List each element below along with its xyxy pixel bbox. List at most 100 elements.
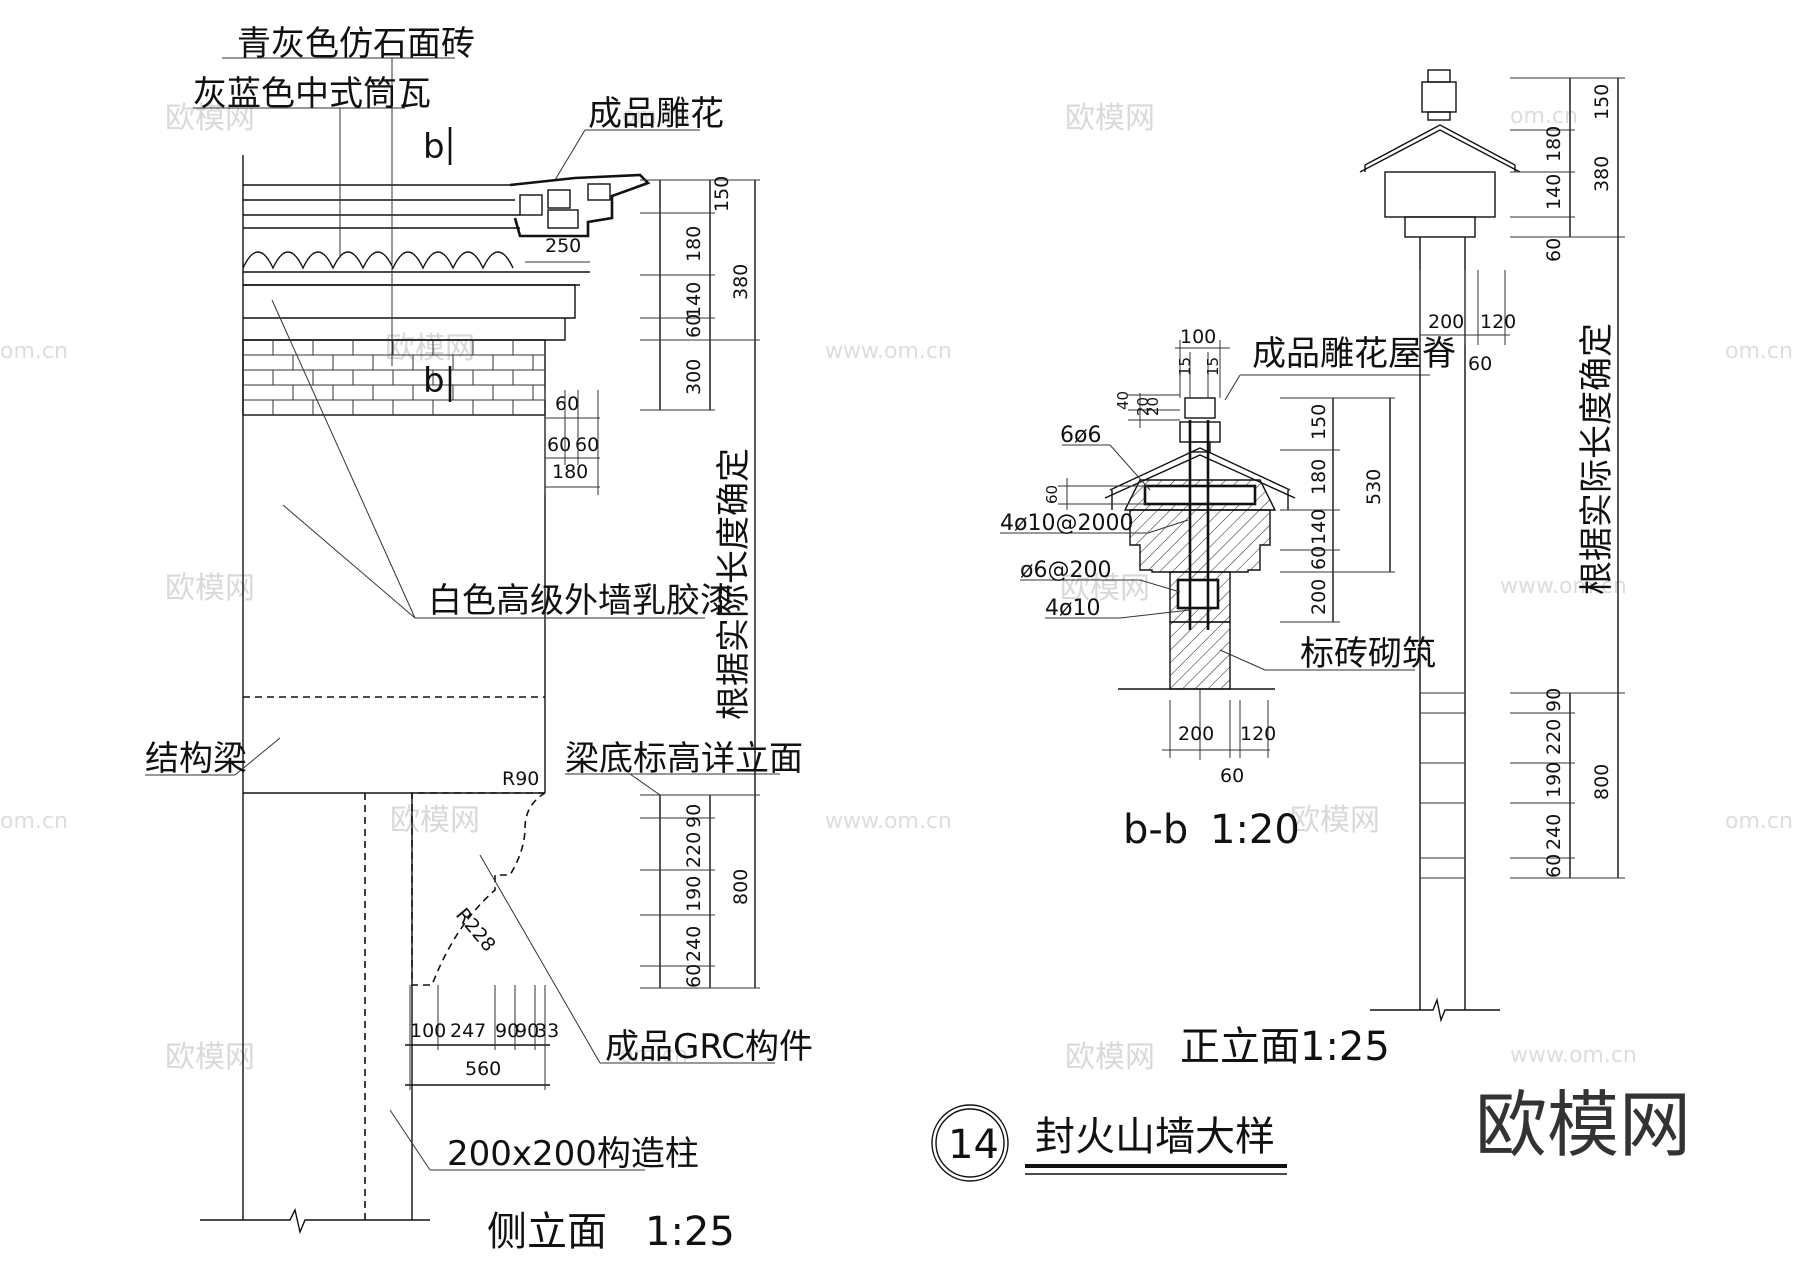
label-ridge: 成品雕花屋脊 [1252, 334, 1456, 374]
dim-text: R228 [451, 904, 500, 956]
side-view-scale: 1:25 [645, 1209, 735, 1255]
dim-text: 60 [555, 393, 579, 415]
label-length-note: 根据实际长度确定 [1577, 323, 1617, 595]
dim-text: 60 [683, 964, 705, 988]
dim-text: 120 [1480, 311, 1516, 333]
detail-title: 封火山墙大样 [1035, 1114, 1275, 1160]
dim-text: 190 [1543, 762, 1565, 798]
watermark-site: om.cn [0, 809, 68, 834]
dim-text: 20 [1144, 397, 1162, 416]
dim-text: 20 [1134, 397, 1152, 416]
label-brick: 标砖砌筑 [1300, 634, 1436, 674]
dim-text: 60 [1043, 485, 1061, 504]
detail-number: 14 [948, 1122, 999, 1168]
label-latex-paint: 白色高级外墙乳胶漆 [428, 581, 734, 621]
dim-text: 40 [1114, 391, 1132, 410]
dim-text: 60 [1543, 854, 1565, 878]
dim-text: 60 [547, 434, 571, 456]
watermark-brand: 欧模网 [1060, 571, 1150, 606]
label-rebar: 4ø10 [1045, 596, 1100, 621]
dim-text: 90 [683, 804, 705, 828]
dim-text: 220 [1543, 719, 1565, 755]
carving-ornament [509, 173, 651, 238]
dim-text: 140 [1308, 509, 1330, 545]
watermark-brand: 欧模网 [390, 803, 480, 838]
section-view-title: b-b [1123, 807, 1188, 853]
section-mark: b [423, 361, 445, 401]
watermark-site: om.cn [620, 1043, 688, 1068]
side-elevation: b b 青灰色仿石面砖 灰蓝色中式筒瓦 成品雕花 白色高级外墙乳胶漆 结构梁 梁… [145, 24, 813, 1255]
watermark-layer: 欧模网 om.cn 欧模网 om.cn om.cn 欧模网 www.om.cn … [0, 101, 1793, 1167]
dim-text: 60 [1220, 765, 1244, 787]
dim-text: 15 [1176, 357, 1194, 376]
dim-text: 300 [683, 359, 705, 395]
watermark-site: om.cn [1510, 104, 1578, 129]
dim-text: 800 [730, 869, 752, 905]
label-length-note: 根据实际长度确定 [714, 448, 754, 720]
label-beam: 结构梁 [145, 739, 247, 779]
label-rebar: ø6@200 [1020, 558, 1111, 583]
watermark-site: www.om.cn [825, 809, 952, 834]
dim-text: 90 [1543, 688, 1565, 712]
label-rebar: 4ø10@2000 [1000, 511, 1133, 536]
watermark-brand: 欧模网 [1065, 101, 1155, 136]
dim-text: 60 [575, 434, 599, 456]
section-mark: b [423, 127, 445, 167]
watermark-brand: 欧模网 [1290, 803, 1380, 838]
dim-text: 247 [450, 1020, 486, 1042]
dim-text: R90 [502, 768, 539, 790]
dim-text: 240 [683, 926, 705, 962]
dim-text: 60 [683, 314, 705, 338]
dim-text: 180 [1543, 126, 1565, 162]
dim-text: 60 [1308, 546, 1330, 570]
watermark-site: www.om.cn [825, 339, 952, 364]
watermark-site: www.om.cn [1500, 574, 1627, 599]
dim-text: 200 [1178, 723, 1214, 745]
section-bb: 成品雕花屋脊 6ø6 4ø10@2000 ø6@200 4ø10 标砖砌筑 10… [1000, 326, 1456, 853]
front-view-title: 正立面1:25 [1180, 1024, 1390, 1070]
detail-title-block: 14 封火山墙大样 [931, 1104, 1287, 1182]
dim-text: 100 [1180, 326, 1216, 348]
watermark-brand: 欧模网 [165, 1040, 255, 1075]
dim-text: 100 [410, 1020, 446, 1042]
front-elevation: 200 120 60 150 180 380 140 60 根据实际长度确定 9… [1180, 69, 1625, 1070]
watermark-site: www.om.cn [1510, 1043, 1637, 1068]
dim-text: 220 [683, 832, 705, 868]
label-grc-part: 成品GRC构件 [605, 1027, 813, 1067]
dim-text: 530 [1363, 469, 1385, 505]
label-rebar: 6ø6 [1060, 423, 1101, 448]
side-view-title: 侧立面 [487, 1209, 607, 1255]
dim-text: 380 [730, 264, 752, 300]
watermark-brand: 欧模网 [385, 331, 475, 366]
dim-text: 150 [1308, 404, 1330, 440]
watermark-site: om.cn [1725, 809, 1793, 834]
dim-text: 800 [1591, 764, 1613, 800]
watermark-brand: 欧模网 [165, 571, 255, 606]
dim-text: 90 [515, 1020, 539, 1042]
dim-text: 120 [1240, 723, 1276, 745]
watermark-brand: 欧模网 [165, 101, 255, 136]
dim-text: 150 [711, 176, 733, 212]
dim-text: 560 [465, 1058, 501, 1080]
dim-text: 250 [545, 235, 581, 257]
dim-text: 180 [683, 226, 705, 262]
dim-text: 90 [495, 1020, 519, 1042]
label-column: 200x200构造柱 [447, 1134, 699, 1174]
watermark-site: om.cn [1725, 339, 1793, 364]
watermark-site: om.cn [0, 339, 68, 364]
watermark-site: om.cn [622, 104, 690, 129]
label-stone-tile: 青灰色仿石面砖 [237, 24, 475, 64]
dim-text: 240 [1543, 814, 1565, 850]
label-barrel-tile: 灰蓝色中式筒瓦 [193, 74, 431, 114]
dim-text: 15 [1204, 357, 1222, 376]
dim-text: 60 [1468, 353, 1492, 375]
dim-text: 180 [1308, 459, 1330, 495]
dim-text: 150 [1591, 84, 1613, 120]
section-view-scale: 1:20 [1210, 807, 1300, 853]
label-beam-bottom: 梁底标高详立面 [565, 739, 803, 779]
dim-text: 33 [535, 1020, 559, 1042]
label-carving: 成品雕花 [588, 94, 724, 134]
dim-text: 200 [1308, 579, 1330, 615]
dim-text: 60 [1543, 238, 1565, 262]
